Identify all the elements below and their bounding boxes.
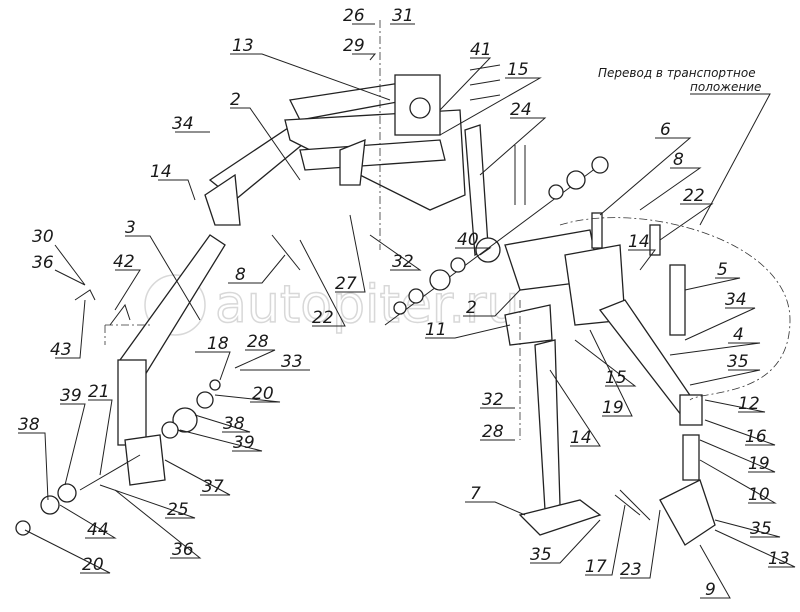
part-label: 13 bbox=[232, 36, 254, 56]
part-label: 44 bbox=[87, 520, 109, 540]
part-label: 12 bbox=[738, 394, 760, 414]
watermark: autopiter.ru bbox=[144, 274, 520, 336]
part-label: 35 bbox=[750, 519, 772, 539]
part-label: 32 bbox=[482, 390, 504, 410]
part-label: 34 bbox=[725, 290, 747, 310]
part-label: 25 bbox=[167, 500, 189, 520]
part-label: 9 bbox=[705, 580, 716, 600]
part-label: 18 bbox=[207, 334, 229, 354]
part-label: 30 bbox=[32, 227, 54, 247]
part-label: 28 bbox=[247, 332, 269, 352]
part-label: 38 bbox=[223, 414, 245, 434]
part-label: 39 bbox=[60, 386, 82, 406]
part-label: 5 bbox=[717, 260, 728, 280]
part-label: 42 bbox=[113, 252, 135, 272]
transport-position-note-line1: Перевод в транспортное bbox=[598, 66, 756, 80]
part-label: 14 bbox=[628, 232, 650, 252]
part-label: 2 bbox=[230, 90, 241, 110]
part-label: 40 bbox=[457, 230, 479, 250]
part-label: 37 bbox=[202, 477, 224, 497]
part-label: 4 bbox=[733, 325, 744, 345]
part-label: 32 bbox=[392, 252, 414, 272]
part-label: 43 bbox=[50, 340, 72, 360]
part-label: 11 bbox=[425, 320, 447, 340]
part-label: 33 bbox=[281, 352, 303, 372]
part-label: 23 bbox=[620, 560, 642, 580]
part-label: 28 bbox=[482, 422, 504, 442]
part-label: 36 bbox=[172, 540, 194, 560]
part-label: 2 bbox=[466, 298, 477, 318]
part-label: 22 bbox=[683, 186, 705, 206]
part-label: 15 bbox=[605, 368, 627, 388]
part-label: 36 bbox=[32, 253, 54, 273]
part-label: 16 bbox=[745, 427, 767, 447]
part-label: 13 bbox=[768, 549, 790, 569]
part-label: 17 bbox=[585, 557, 607, 577]
part-label: 8 bbox=[235, 265, 246, 285]
part-label: 20 bbox=[82, 555, 104, 575]
part-labels: 26 31 29 41 13 15 24 2 34 6 8 14 22 5 40… bbox=[18, 6, 790, 600]
part-label: 19 bbox=[602, 398, 624, 418]
part-label: 26 bbox=[343, 6, 365, 26]
part-label: 39 bbox=[233, 433, 255, 453]
part-label: 22 bbox=[312, 308, 334, 328]
part-label: 10 bbox=[748, 485, 770, 505]
part-label: 14 bbox=[150, 162, 172, 182]
part-label: 35 bbox=[530, 545, 552, 565]
part-label: 20 bbox=[252, 384, 274, 404]
part-label: 24 bbox=[510, 100, 532, 120]
part-label: 41 bbox=[470, 40, 492, 60]
part-label: 21 bbox=[88, 382, 110, 402]
part-label: 14 bbox=[570, 428, 592, 448]
part-label: 29 bbox=[343, 36, 365, 56]
part-label: 3 bbox=[125, 218, 136, 238]
svg-text:autopiter.ru: autopiter.ru bbox=[215, 275, 519, 335]
part-label: 8 bbox=[673, 150, 684, 170]
part-label: 38 bbox=[18, 415, 40, 435]
leader-lines bbox=[18, 23, 796, 599]
part-label: 15 bbox=[507, 60, 529, 80]
part-label: 7 bbox=[470, 484, 481, 504]
part-label: 35 bbox=[727, 352, 749, 372]
part-label: 31 bbox=[392, 6, 414, 26]
part-label: 6 bbox=[660, 120, 671, 140]
part-label: 19 bbox=[748, 454, 770, 474]
transport-position-note-line2: положение bbox=[690, 80, 761, 94]
parts-drawing bbox=[15, 20, 791, 546]
part-label: 27 bbox=[335, 274, 357, 294]
part-label: 34 bbox=[172, 114, 194, 134]
